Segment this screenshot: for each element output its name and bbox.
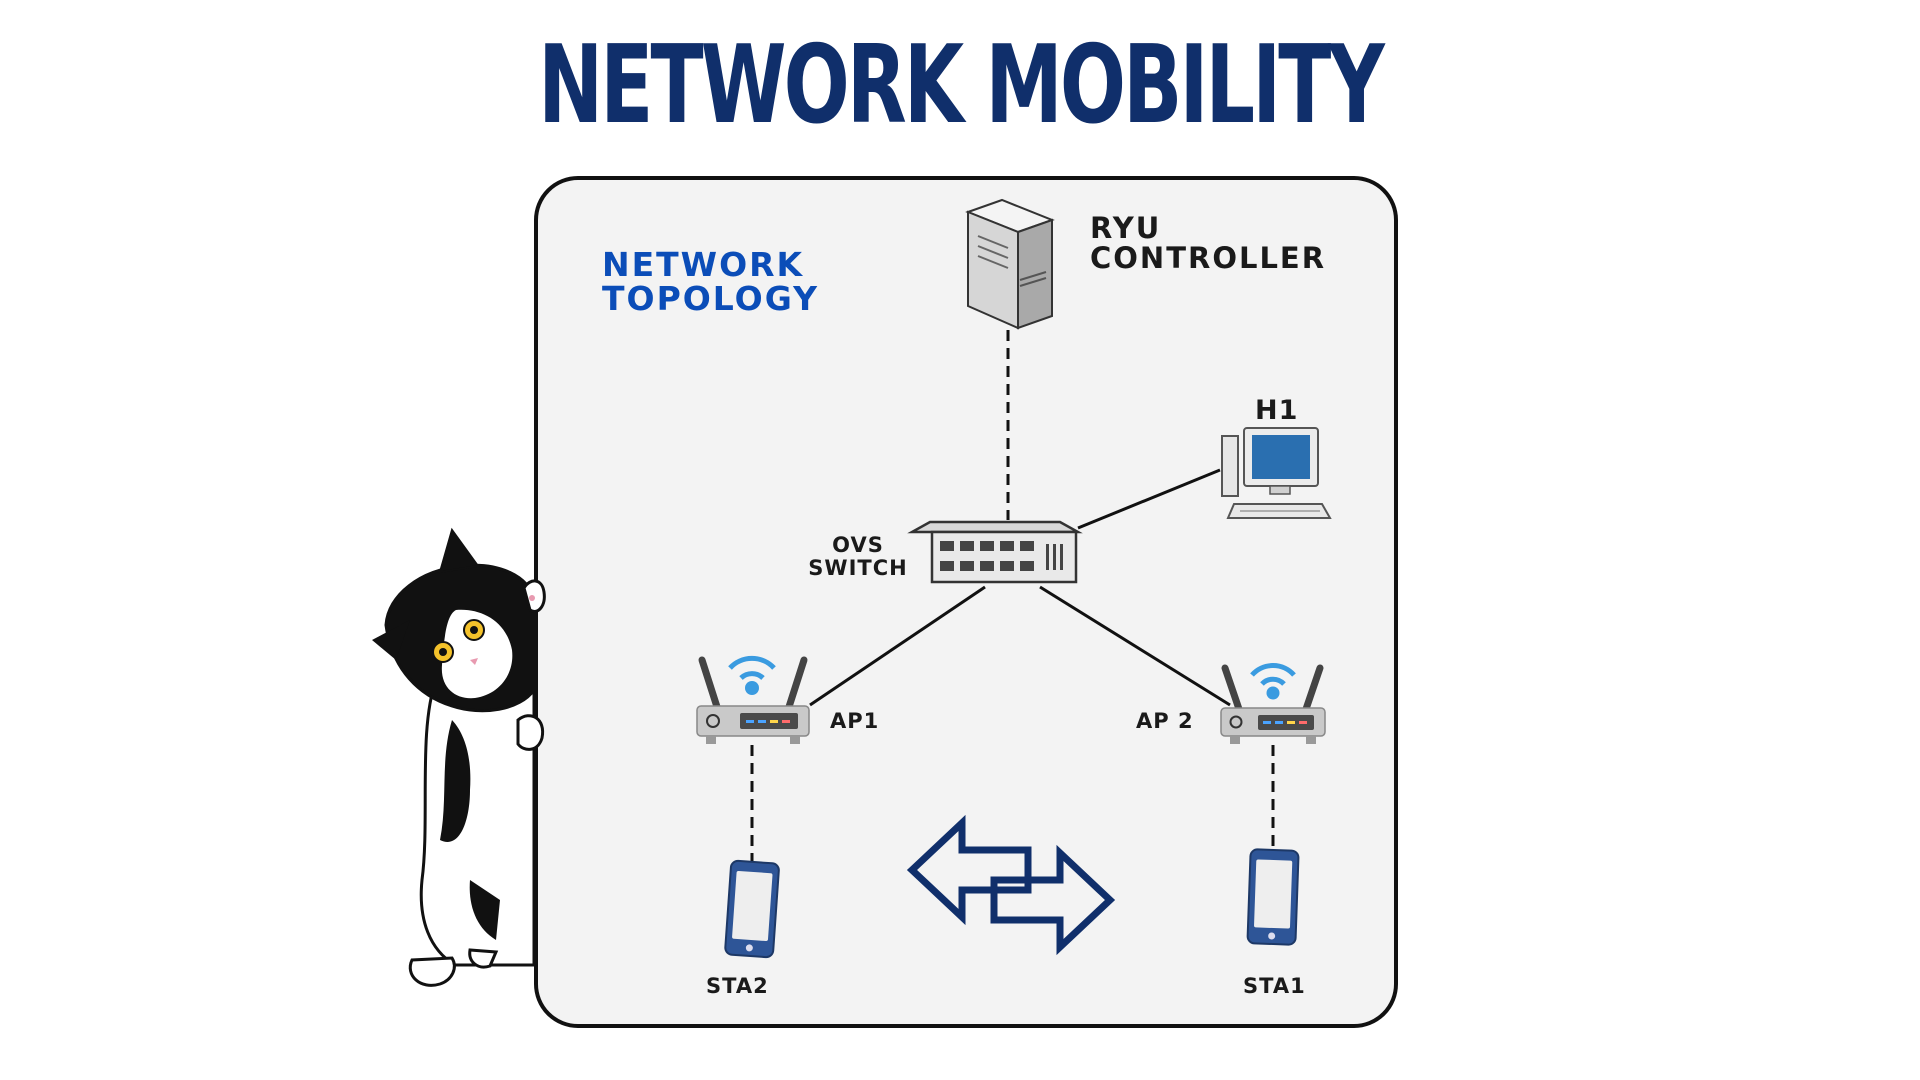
controller-label-line-2: CONTROLLER	[1090, 241, 1327, 275]
switch-label-line-1: OVS	[832, 533, 884, 557]
switch-label-line-2: SWITCH	[808, 556, 908, 580]
ap2-router-icon	[1220, 663, 1326, 744]
server-icon	[965, 198, 1055, 330]
h1-label: H1	[1255, 395, 1299, 426]
sta2-label: STA2	[706, 974, 769, 998]
sta2-phone-icon	[724, 859, 780, 959]
controller-label: RYU CONTROLLER	[1090, 213, 1326, 273]
topology-label-line-2: TOPOLOGY	[602, 279, 819, 318]
page-title: NETWORK MOBILITY	[538, 23, 1385, 148]
controller-label-line-1: RYU	[1090, 211, 1162, 245]
switch-label: OVS SWITCH	[796, 534, 920, 580]
ap2-label: AP 2	[1136, 709, 1194, 733]
mobility-arrows-icon	[906, 814, 1116, 956]
switch-icon	[907, 520, 1083, 584]
topology-label: NETWORK TOPOLOGY	[602, 248, 819, 316]
link-switch-h1	[1077, 468, 1221, 530]
link-switch-ap1	[809, 585, 986, 707]
sta1-label: STA1	[1243, 974, 1306, 998]
topology-label-line-1: NETWORK	[602, 245, 805, 284]
link-switch-ap2	[1039, 585, 1231, 707]
ap1-label: AP1	[830, 709, 880, 733]
ap1-router-icon	[696, 655, 810, 744]
cat-illustration	[372, 527, 546, 987]
sta1-phone-icon	[1246, 848, 1300, 946]
links	[750, 330, 1275, 865]
desktop-computer-icon	[1221, 427, 1332, 519]
